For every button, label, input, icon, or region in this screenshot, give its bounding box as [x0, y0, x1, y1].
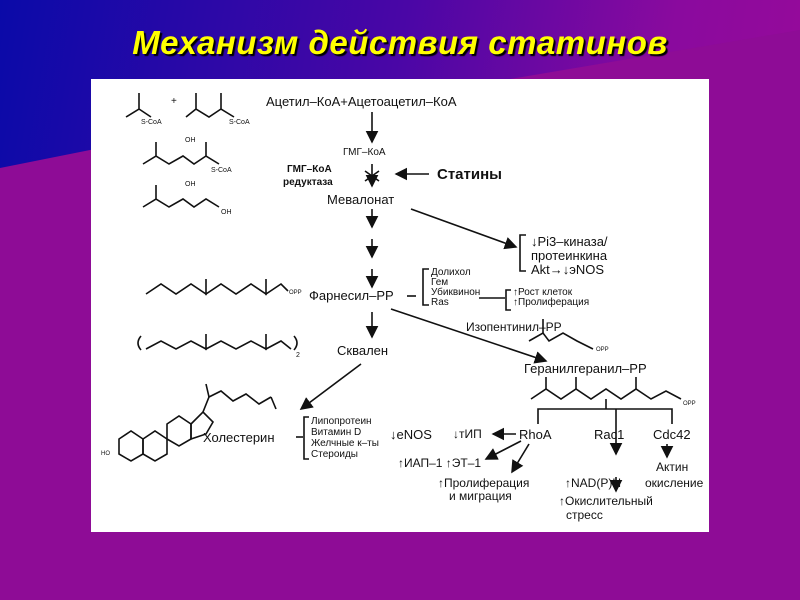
cholesterol-product: Витамин D [311, 427, 362, 438]
rhoa-label: RhoA [519, 427, 552, 442]
tip-label: ↓тИП [453, 427, 482, 441]
mol-label-oh: OH [221, 209, 232, 216]
farnesyl-product: Долихол [431, 267, 471, 278]
isopentenyl-label: Изопентинил–PP [466, 320, 562, 334]
mol-label-opp: OPP [289, 290, 302, 296]
hmg-coa-label: ГМГ–КоА [343, 147, 386, 158]
ras-effect: ↑Пролиферация [513, 297, 590, 308]
acetyl-coa-label: Ацетил–КоА+Ацетоацетил–КоА [266, 94, 457, 109]
mol-label-scoa: S-CoA [229, 119, 250, 126]
reductase-label-2: редуктаза [283, 177, 333, 188]
slide-title: Механизм действия статинов [132, 24, 668, 61]
cholesterol-product: Липопротеин [311, 416, 372, 427]
farnesyl-product: Ras [431, 297, 449, 308]
cholesterol-label: Холестерин [203, 430, 275, 445]
cholesterol-product: Желчные к–ты [311, 438, 379, 449]
mol-label-scoa: S-CoA [141, 119, 162, 126]
pi3-label-1: ↓Pi3–киназа/ [531, 234, 608, 249]
mol-label-opp: OPP [596, 347, 609, 353]
rac1-label: Rac1 [594, 427, 625, 442]
proliferation-label-1: ↑Пролиферация [438, 476, 530, 490]
ras-effect: ↑Рост клеток [513, 287, 573, 298]
farnesyl-product: Гем [431, 277, 449, 288]
diagram-lines [118, 93, 682, 493]
mol-label-scoa: S-CoA [211, 167, 232, 174]
mol-label-ho: HO [101, 451, 110, 457]
mol-plus: + [171, 96, 177, 107]
enos-label: ↓eNOS [390, 427, 432, 442]
oxidative-stress-label-2: стресс [566, 508, 603, 522]
mol-label-sub2: 2 [296, 352, 300, 359]
nadph-label: ↑NAD(P)H [565, 476, 621, 490]
proliferation-label-2: и миграция [449, 489, 512, 503]
cholesterol-product: Стероиды [311, 449, 358, 460]
oxidative-stress-label-1: ↑Окислительный [559, 494, 653, 508]
cdc42-label: Cdc42 [653, 427, 691, 442]
farnesyl-product: Убиквинон [431, 287, 481, 298]
iap-label: ↑ИАП–1 ↑ЭТ–1 [398, 456, 482, 470]
mol-label-oh: OH [185, 137, 196, 144]
mol-label-opp: OPP [683, 401, 696, 407]
mol-label-oh: OH [185, 181, 196, 188]
actin-label: Актин [656, 460, 689, 474]
reductase-label-1: ГМГ–КоА [287, 164, 332, 175]
squalene-label: Сквален [337, 343, 389, 358]
diagram-panel: + S-CoA S-CoA S-CoA OH OH OH OPP 2 OPP O… [91, 79, 709, 532]
pi3-label-3: Akt→↓эNOS [531, 262, 605, 277]
pi3-label-2: протеинкина [531, 248, 608, 263]
mevalonate-label: Мевалонат [327, 192, 395, 207]
statins-label: Статины [437, 166, 502, 183]
oxidation-label: окисление [645, 476, 704, 490]
geranylgeranyl-label: Геранилгеранил–PP [524, 361, 647, 376]
farnesyl-label: Фарнесил–PP [309, 288, 394, 303]
